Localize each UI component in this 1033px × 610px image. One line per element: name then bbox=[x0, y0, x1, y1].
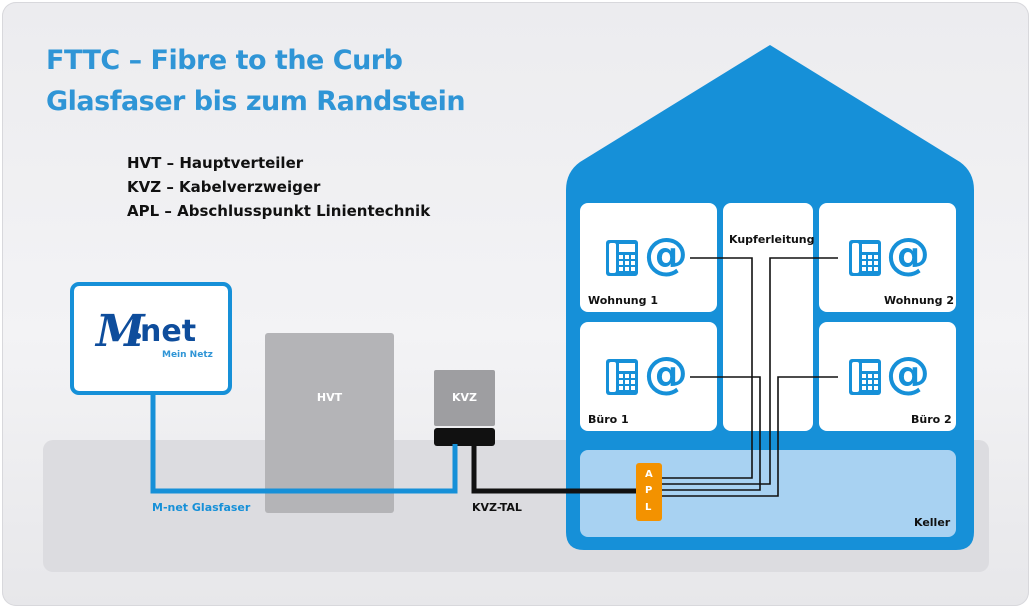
apl-letter-l: L bbox=[645, 502, 652, 513]
hvt-box bbox=[265, 333, 394, 513]
apl-letter-p: P bbox=[645, 485, 653, 496]
legend-kvz: KVZ – Kabelverzweiger bbox=[127, 178, 321, 196]
at-icon: @ bbox=[644, 348, 688, 399]
room-label-buero-1: Büro 1 bbox=[588, 413, 629, 426]
phone-icon bbox=[606, 359, 638, 395]
hvt-label: HVT bbox=[316, 391, 343, 404]
at-icon: @ bbox=[886, 229, 930, 280]
mnet-logo-net: net bbox=[140, 314, 197, 349]
copper-label: Kupferleitung bbox=[729, 233, 815, 246]
kvz-tal-label: KVZ-TAL bbox=[472, 501, 522, 514]
room-label-buero-2: Büro 2 bbox=[911, 413, 952, 426]
mnet-logo-m: M bbox=[96, 306, 145, 357]
mnet-logo-card: M net Mein Netz bbox=[70, 282, 232, 395]
phone-icon bbox=[849, 359, 881, 395]
room-label-wohnung-2: Wohnung 2 bbox=[884, 294, 954, 307]
kvz-label: KVZ bbox=[451, 391, 477, 404]
copper-lines bbox=[662, 257, 838, 497]
apl-box bbox=[636, 463, 662, 521]
keller-label: Keller bbox=[914, 516, 951, 529]
title-line-1: FTTC – Fibre to the Curb bbox=[46, 45, 403, 76]
at-icon: @ bbox=[644, 229, 688, 280]
kvz-box bbox=[434, 370, 495, 426]
phone-icon bbox=[606, 240, 638, 276]
fiber-cable bbox=[150, 393, 458, 494]
mnet-logo-dot bbox=[135, 333, 141, 339]
room-label-wohnung-1: Wohnung 1 bbox=[588, 294, 658, 307]
phone-icon bbox=[849, 240, 881, 276]
legend-apl: APL – Abschlusspunkt Linientechnik bbox=[127, 202, 431, 220]
fiber-label: M-net Glasfaser bbox=[152, 501, 251, 514]
mnet-tagline: Mein Netz bbox=[162, 350, 213, 360]
title-line-2: Glasfaser bis zum Randstein bbox=[46, 86, 466, 117]
room-wohnung-2 bbox=[819, 203, 956, 312]
legend-hvt: HVT – Hauptverteiler bbox=[127, 154, 304, 172]
kvz-tal-cable bbox=[471, 446, 636, 494]
kvz-base bbox=[434, 428, 495, 446]
keller bbox=[580, 450, 956, 537]
stairwell bbox=[723, 203, 813, 431]
room-wohnung-1 bbox=[580, 203, 717, 312]
apl-letter-a: A bbox=[645, 469, 653, 480]
at-icon: @ bbox=[886, 348, 930, 399]
room-buero-1 bbox=[580, 322, 717, 431]
room-buero-2 bbox=[819, 322, 956, 431]
